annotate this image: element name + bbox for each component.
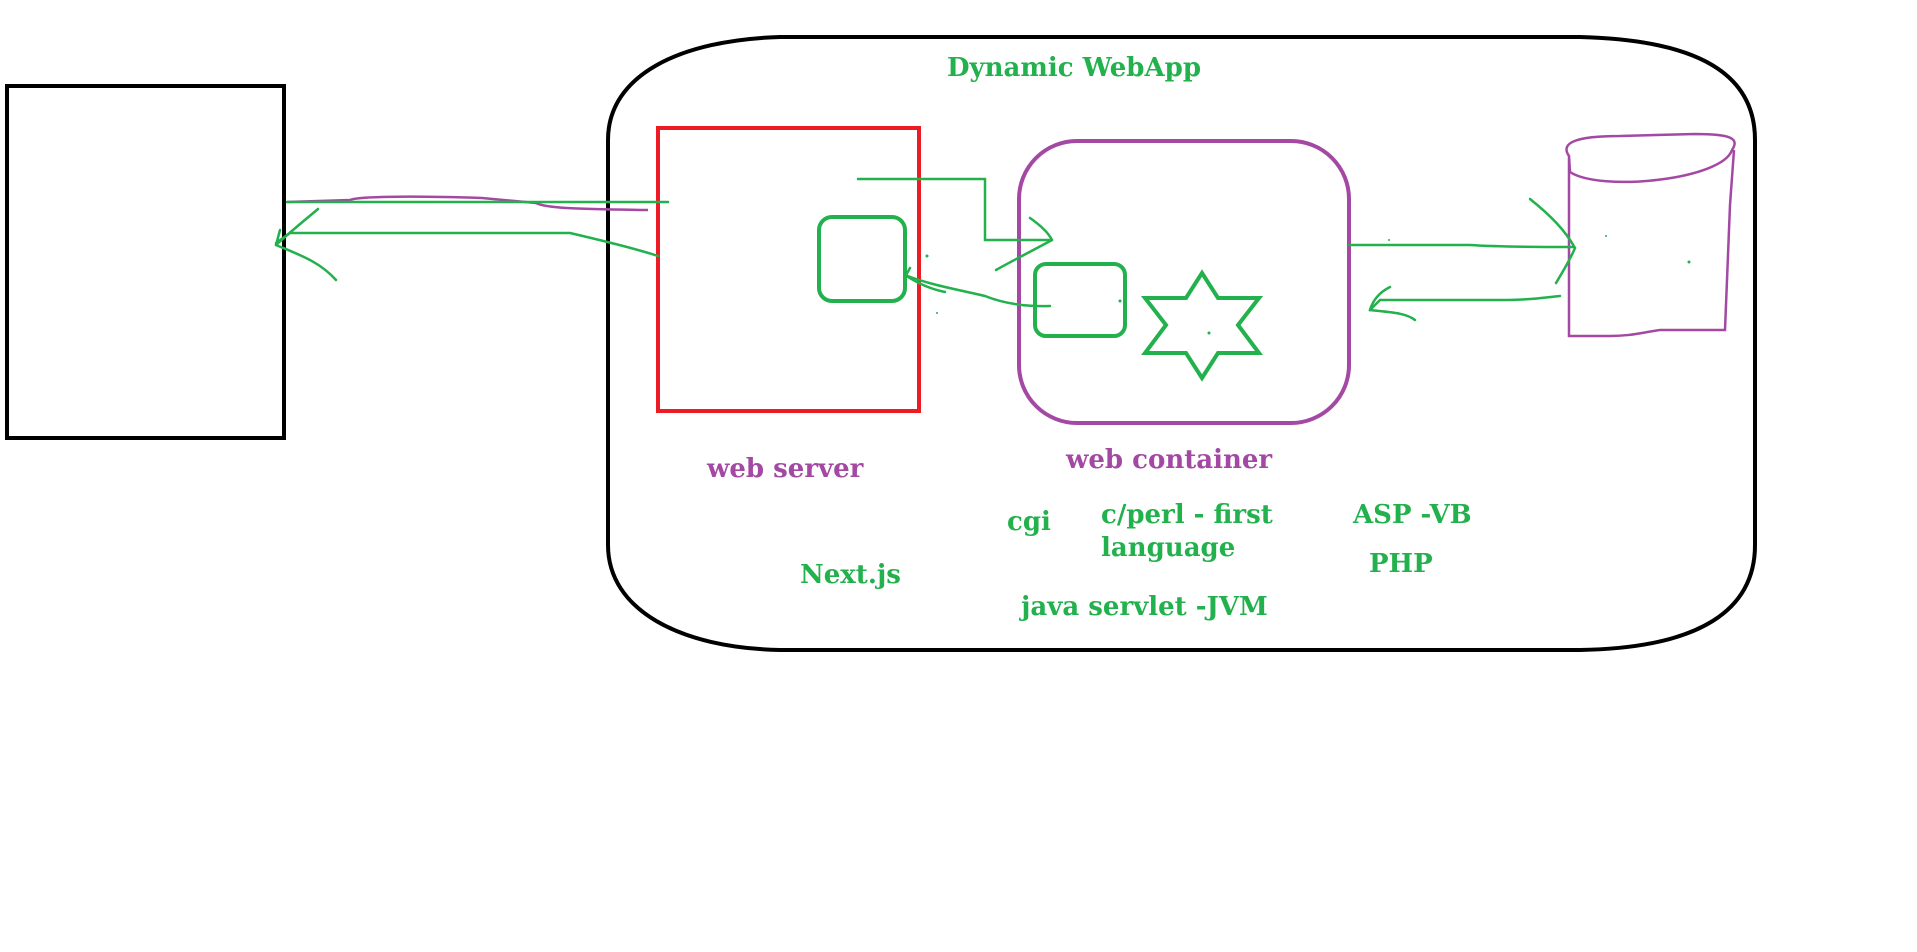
database-cylinder <box>1565 132 1736 338</box>
container-to-webserver-arrow <box>903 266 1052 308</box>
dynamic-webapp-boundary <box>606 35 1757 652</box>
java-servlet-label: java servlet -JVM <box>1019 592 1268 622</box>
diagram-title: Dynamic WebApp <box>947 53 1201 83</box>
stray-dot <box>1207 331 1211 335</box>
stray-dot <box>936 312 938 314</box>
stray-dot <box>1388 239 1390 241</box>
web-server-module <box>817 215 907 303</box>
c-perl-label-line1: c/perl - first <box>1101 500 1273 530</box>
php-label: PHP <box>1369 549 1433 579</box>
stray-dot <box>925 254 929 258</box>
web-server-label: web server <box>706 454 864 484</box>
web-container-module <box>1033 262 1127 338</box>
purple-request-line <box>286 195 649 212</box>
web-container-label: web container <box>1065 445 1272 475</box>
cgi-label: cgi <box>1007 507 1051 537</box>
client-webserver-arrows <box>274 200 670 282</box>
webserver-to-container-arrow <box>856 177 1054 272</box>
client-box <box>5 84 286 440</box>
nextjs-label: Next.js <box>800 560 901 590</box>
stray-dot <box>1687 260 1691 264</box>
c-perl-label-line2: language <box>1101 533 1235 563</box>
container-database-arrows <box>1347 197 1577 322</box>
web-server-box <box>656 126 921 413</box>
stray-dot <box>1605 235 1607 237</box>
asp-vb-label: ASP -VB <box>1352 500 1472 530</box>
star-shape <box>1140 269 1264 382</box>
stray-dot <box>1118 299 1122 303</box>
web-container-box <box>1017 139 1351 425</box>
